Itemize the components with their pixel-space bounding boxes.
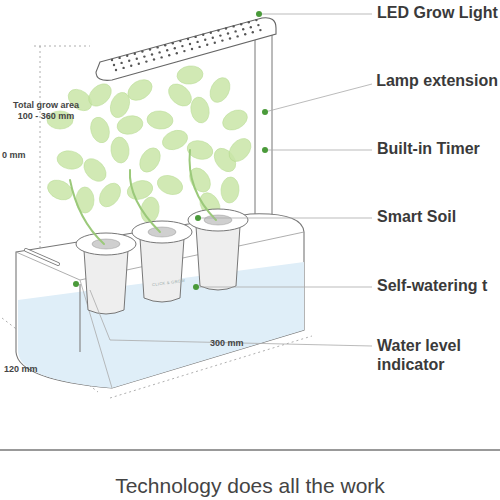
- lamp-hole: [240, 23, 242, 25]
- leaf: [110, 136, 131, 164]
- lamp-hole: [191, 48, 193, 50]
- lamp-hole: [143, 55, 145, 57]
- lamp-hole: [145, 60, 147, 62]
- lamp-hole: [166, 49, 168, 51]
- callout-label: LED Grow Light: [377, 4, 498, 22]
- lamp-hole: [128, 60, 130, 62]
- leaf: [176, 64, 204, 85]
- lamp-hole: [257, 24, 259, 26]
- lamp-hole: [232, 25, 234, 27]
- lamp-hole: [156, 46, 158, 48]
- lamp-hole: [111, 59, 113, 61]
- lamp-hole: [160, 56, 162, 58]
- lamp-hole: [225, 27, 227, 29]
- lamp-hole: [179, 40, 181, 42]
- lamp-hole: [212, 37, 214, 39]
- lamp-hole: [227, 32, 229, 34]
- lamp-hole: [252, 31, 254, 33]
- lamp-hole: [136, 58, 138, 60]
- leaf: [88, 115, 112, 145]
- lamp-hole: [204, 39, 206, 41]
- lamp-hole: [196, 41, 198, 43]
- lamp-hole: [219, 34, 221, 36]
- lamp-hole: [234, 30, 236, 32]
- leaf: [115, 113, 144, 136]
- lamp-hole: [202, 34, 204, 36]
- leaf: [155, 172, 186, 198]
- lamp-hole: [122, 67, 124, 69]
- dimension-label: 0 mm: [2, 150, 26, 160]
- callout-label: Water level indicator: [377, 336, 497, 374]
- lamp-hole: [174, 47, 176, 49]
- leaf: [206, 74, 234, 105]
- leaf: [220, 176, 240, 203]
- lamp-hole: [189, 43, 191, 45]
- lamp-hole: [221, 39, 223, 41]
- lamp-hole: [138, 63, 140, 65]
- leaf: [56, 149, 85, 171]
- lamp-hole: [229, 37, 231, 39]
- lamp-hole: [151, 53, 153, 55]
- lamp-hole: [172, 42, 174, 44]
- leaf: [160, 127, 191, 153]
- lamp-hole: [134, 53, 136, 55]
- leaf: [95, 179, 125, 211]
- dimension-label: 300 mm: [210, 338, 244, 348]
- lamp-hole: [183, 50, 185, 52]
- callout-label: Lamp extension: [376, 72, 498, 90]
- lamp-hole: [236, 35, 238, 37]
- lamp-hole: [248, 21, 250, 23]
- leaf: [136, 144, 165, 176]
- lamp-hole: [149, 48, 151, 50]
- lamp-hole: [244, 33, 246, 35]
- lamp-hole: [250, 26, 252, 28]
- callout-label: Built-in Timer: [377, 140, 480, 158]
- lamp-hole: [126, 55, 128, 57]
- leaf: [146, 110, 173, 130]
- lamp-hole: [242, 28, 244, 30]
- lamp-hole: [141, 50, 143, 52]
- leaf: [80, 154, 111, 185]
- caption: Technology does all the work: [0, 474, 500, 498]
- leaf: [219, 106, 250, 134]
- lamp-hole: [210, 32, 212, 34]
- lamp-hole: [187, 38, 189, 40]
- leaf: [225, 134, 256, 165]
- lamp-hole: [181, 45, 183, 47]
- lamp-hole: [164, 44, 166, 46]
- lamp-hole: [168, 54, 170, 56]
- leaf: [124, 75, 156, 104]
- lamp-hole: [176, 52, 178, 54]
- lamp-hole: [214, 42, 216, 44]
- dimension-label: 120 mm: [4, 364, 38, 374]
- leaf: [189, 96, 212, 125]
- callout-label: Self-watering t: [377, 277, 487, 295]
- dimension-label: Total grow area 100 - 360 mm: [6, 100, 86, 122]
- lamp-hole: [113, 64, 115, 66]
- lamp-hole: [259, 29, 261, 31]
- lamp-hole: [255, 19, 257, 21]
- lamp-hole: [118, 57, 120, 59]
- lamp-hole: [130, 65, 132, 67]
- lamp-hole: [158, 51, 160, 53]
- lamp-hole: [217, 29, 219, 31]
- lamp-hole: [120, 62, 122, 64]
- lamp-hole: [115, 69, 117, 71]
- lamp-hole: [153, 58, 155, 60]
- leaf: [84, 79, 115, 110]
- lamp-hole: [198, 46, 200, 48]
- callout-label: Smart Soil: [377, 208, 456, 226]
- lamp-hole: [194, 36, 196, 38]
- lamp-hole: [206, 44, 208, 46]
